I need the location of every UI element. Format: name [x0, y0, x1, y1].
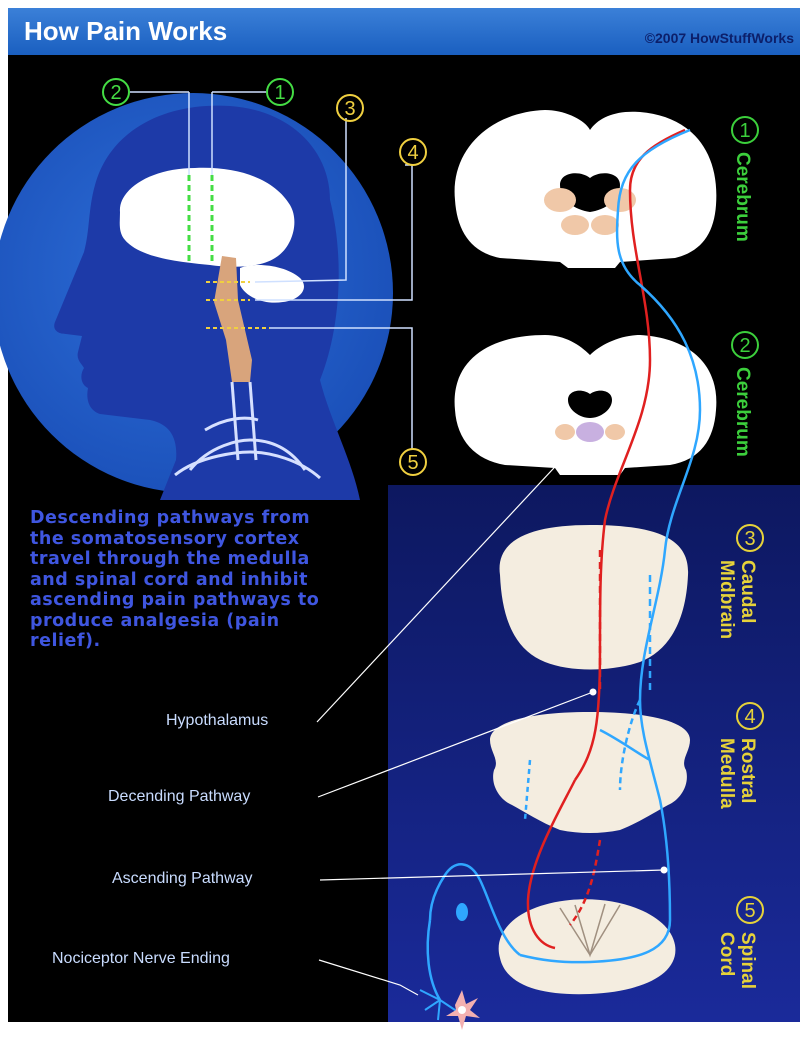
section-4-label-line1: Rostral	[737, 738, 758, 803]
description-text: Descending pathways from the somatosenso…	[30, 508, 350, 652]
head-marker-5: 5	[400, 449, 426, 475]
head-marker-4: 4	[400, 139, 426, 165]
descending-pathway-label: Decending Pathway	[108, 788, 250, 806]
section-2-number: 2	[739, 335, 750, 357]
section-5-label-line1: Spinal	[737, 932, 758, 989]
hypothalamus-label: Hypothalamus	[166, 712, 268, 730]
section-1-label: Cerebrum	[732, 152, 753, 242]
section-label-1: 1 Cerebrum	[732, 117, 758, 242]
head-marker-1-number: 1	[274, 82, 285, 104]
section-5-number: 5	[744, 900, 755, 922]
section-4-number: 4	[744, 706, 755, 728]
section-3-number: 3	[744, 528, 755, 550]
section-4-label-line2: Medulla	[716, 738, 737, 809]
section-2-label: Cerebrum	[732, 367, 753, 457]
section-label-2: 2 Cerebrum	[732, 332, 758, 457]
caudal-midbrain-section	[500, 525, 689, 670]
section-3-label-line2: Midbrain	[716, 560, 737, 639]
head-marker-2-number: 2	[110, 82, 121, 104]
head-marker-3-number: 3	[344, 98, 355, 120]
section-5-label-line2: Cord	[716, 932, 737, 976]
ascending-dot	[661, 867, 668, 874]
section-3-label-line1: Caudal	[737, 560, 758, 623]
head-marker-5-number: 5	[407, 452, 418, 474]
nociceptor-label: Nociceptor Nerve Ending	[52, 950, 230, 968]
section-1-number: 1	[739, 120, 750, 142]
head-marker-3: 3	[337, 95, 363, 121]
hypothalamus-dot	[590, 689, 597, 696]
cerebrum-section-2	[455, 335, 717, 475]
head-marker-4-number: 4	[407, 142, 418, 164]
head-marker-1: 1	[267, 79, 293, 105]
head-marker-2: 2	[103, 79, 129, 105]
ascending-pathway-label: Ascending Pathway	[112, 870, 253, 888]
